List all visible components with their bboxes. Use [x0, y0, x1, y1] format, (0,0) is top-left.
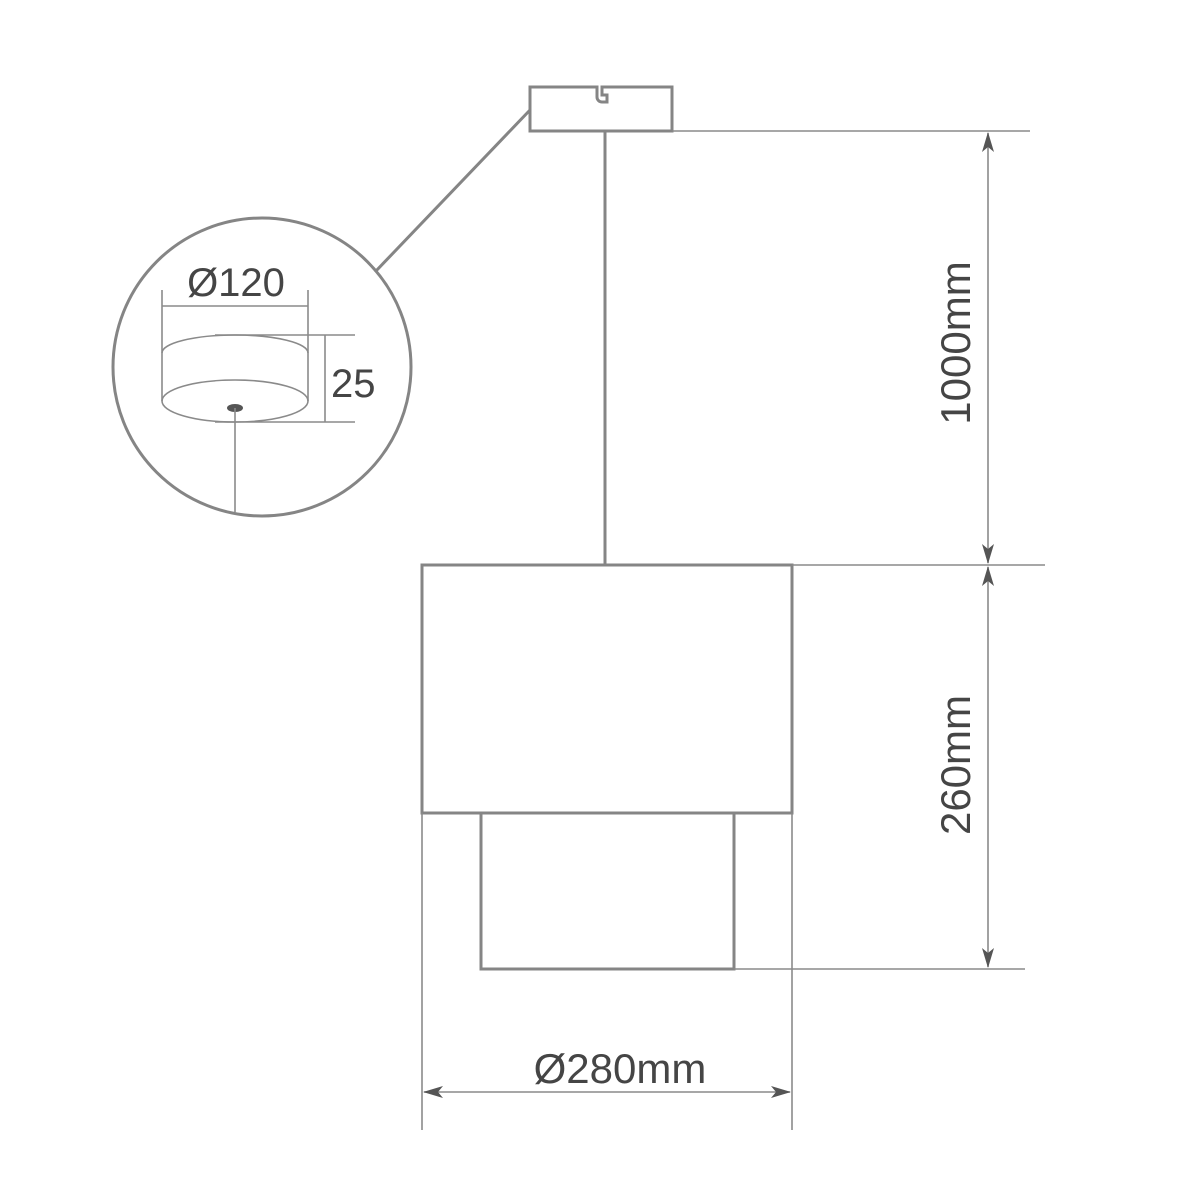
shade-lower-diffuser — [479, 811, 736, 971]
shade-diameter-label: Ø280mm — [534, 1045, 707, 1092]
shade-height-label: 260mm — [932, 695, 979, 835]
detail-circle — [111, 216, 413, 518]
ceiling-canopy — [528, 85, 674, 133]
canopy-detail — [161, 290, 355, 512]
extension-lines — [421, 130, 1045, 1130]
cord-length-label: 1000mm — [932, 261, 979, 424]
shade-upper — [420, 563, 794, 815]
detail-leader-line — [373, 108, 532, 274]
canopy-diameter-label: Ø120 — [187, 261, 285, 305]
canopy-height-label: 25 — [331, 362, 376, 406]
